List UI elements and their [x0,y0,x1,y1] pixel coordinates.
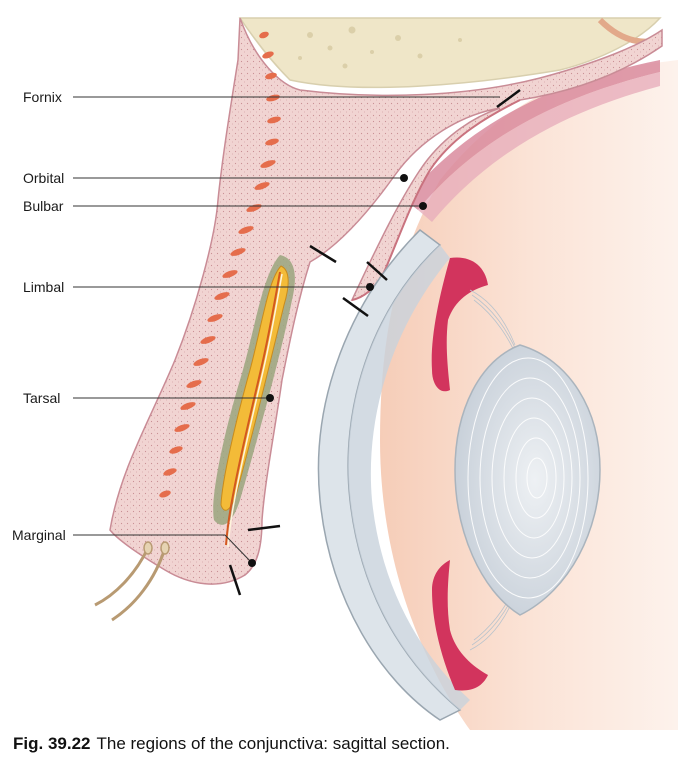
label-bulbar: Bulbar [23,198,64,214]
label-tarsal: Tarsal [23,390,60,406]
tarsal-plate [213,255,295,548]
lens [454,344,601,616]
label-limbal: Limbal [23,279,64,295]
label-fornix: Fornix [23,89,62,105]
figure-number: Fig. 39.22 [13,734,91,753]
cornea [317,229,470,721]
leader-dots [248,174,427,567]
label-marginal: Marginal [12,527,66,543]
leader-lines [73,96,500,564]
iris [431,257,488,691]
leader-marginal [73,534,253,564]
caption-text: The regions of the conjunctiva: sagittal… [96,734,450,753]
figure-caption: Fig. 39.22 The regions of the conjunctiva… [13,734,673,754]
eyelashes [94,541,170,622]
region-labels: Fornix Orbital Bulbar Limbal Tarsal Marg… [12,89,66,543]
region-boundary-ticks [228,88,521,596]
orbicularis-muscle [159,31,281,498]
label-orbital: Orbital [23,170,64,186]
conjunctiva-diagram: Fornix Orbital Bulbar Limbal Tarsal Marg… [12,17,678,730]
